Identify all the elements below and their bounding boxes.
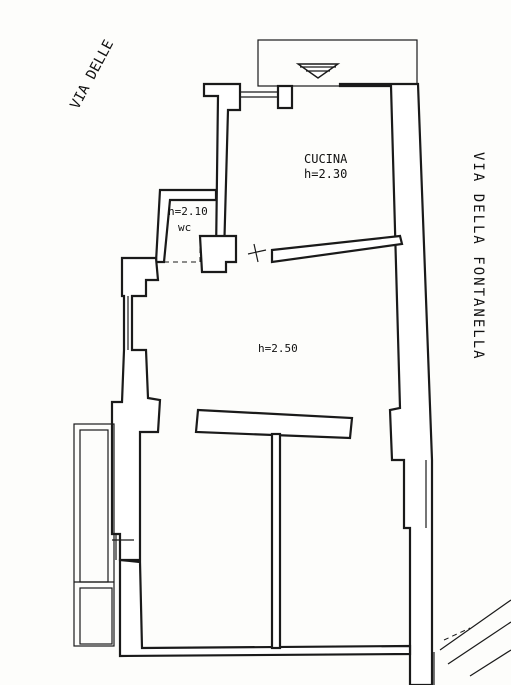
room-name-kitchen: CUCINA — [304, 152, 348, 166]
outer-wall-top-left — [202, 82, 242, 257]
door-mark — [247, 249, 267, 255]
wc-wall — [198, 234, 238, 274]
central-wall — [270, 432, 282, 650]
outer-wall-bottom-left — [118, 558, 412, 658]
room-height-wc: h=2.10 — [168, 205, 208, 218]
room-height-main: h=2.50 — [258, 342, 298, 355]
corner-hatch — [433, 599, 511, 685]
wc-fixture-outline — [164, 240, 201, 263]
entrance-box — [257, 39, 418, 87]
door-mark — [253, 243, 259, 263]
central-partition — [194, 408, 354, 440]
window-marks — [112, 91, 427, 560]
room-name-wc: wc — [178, 221, 191, 234]
outer-wall-right — [338, 82, 434, 685]
kitchen-wall-bottom — [270, 234, 404, 264]
street-label-right: VIA DELLA FONTANELLA — [470, 152, 486, 361]
room-height-kitchen: h=2.30 — [304, 167, 347, 181]
pillar-top — [276, 84, 294, 110]
left-annex — [73, 423, 115, 647]
street-label-top-left: VIA DELLE — [67, 37, 117, 111]
outer-wall-left-lower — [110, 256, 162, 562]
entrance — [257, 39, 418, 87]
